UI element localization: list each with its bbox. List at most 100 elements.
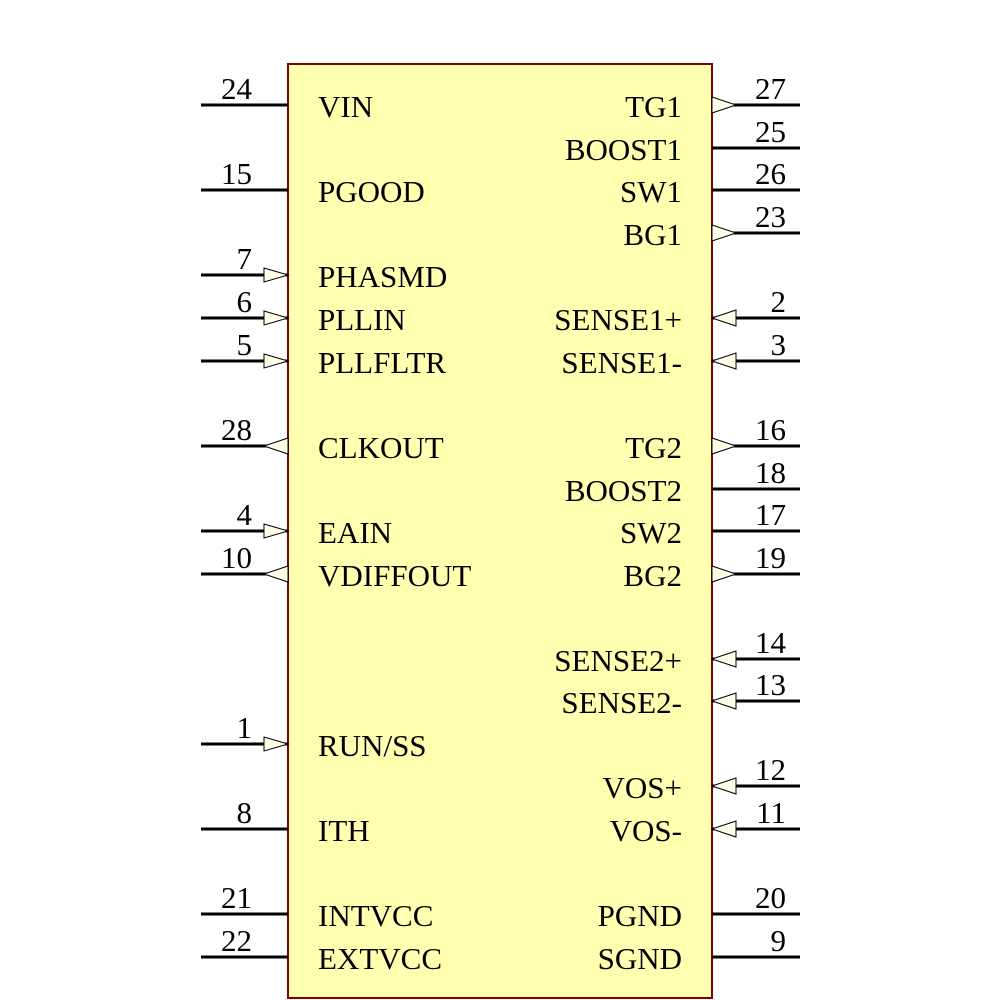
pin-name: PHASMD xyxy=(318,259,447,294)
input-arrow-icon xyxy=(710,352,737,370)
pin-number: 17 xyxy=(755,497,786,532)
pin-name: CLKOUT xyxy=(318,430,444,465)
pin-name: VDIFFOUT xyxy=(318,558,471,593)
pin-number: 4 xyxy=(237,497,253,532)
input-arrow-icon xyxy=(710,650,737,668)
pin-number: 23 xyxy=(755,199,786,234)
pin-name: PGOOD xyxy=(318,174,425,209)
pin-number: 14 xyxy=(755,625,787,660)
output-arrow-icon xyxy=(711,565,738,583)
pin-number: 3 xyxy=(771,327,787,362)
input-arrow-icon xyxy=(710,309,737,327)
pin-number: 19 xyxy=(755,540,786,575)
pin-number: 21 xyxy=(221,880,252,915)
pin-name: BG2 xyxy=(623,558,682,593)
pin-number: 28 xyxy=(221,412,252,447)
input-arrow-icon xyxy=(263,267,290,283)
pin-name: VIN xyxy=(318,89,373,124)
pin-name: SENSE2- xyxy=(561,685,682,720)
pin-name: EXTVCC xyxy=(318,941,442,976)
pin-name: SENSE2+ xyxy=(554,643,682,678)
pin-name: VOS- xyxy=(610,813,682,848)
pin-name: SW2 xyxy=(620,515,682,550)
pin-number: 18 xyxy=(755,455,786,490)
pin-number: 2 xyxy=(771,284,787,319)
ic-body[interactable] xyxy=(287,63,713,999)
pin-number: 16 xyxy=(755,412,786,447)
pin-name: SENSE1- xyxy=(561,345,682,380)
output-arrow-icon xyxy=(711,224,738,242)
pin-name: BOOST1 xyxy=(565,132,682,167)
output-arrow-icon xyxy=(711,437,738,455)
pin-number: 10 xyxy=(221,540,252,575)
pin-name: VOS+ xyxy=(603,770,683,805)
pin-number: 20 xyxy=(755,880,786,915)
pin-number: 24 xyxy=(221,71,253,106)
pin-number: 25 xyxy=(755,114,786,149)
pin-number: 11 xyxy=(756,795,786,830)
left-pins: 24VIN15PGOOD7PHASMD6PLLIN5PLLFLTR28CLKOU… xyxy=(201,71,471,976)
pin-number: 15 xyxy=(221,156,252,191)
pin-number: 6 xyxy=(237,284,253,319)
pin-name: BG1 xyxy=(623,217,682,252)
pin-name: RUN/SS xyxy=(318,728,427,763)
pin-number: 8 xyxy=(237,795,253,830)
pin-name: SENSE1+ xyxy=(554,302,682,337)
pin-name: EAIN xyxy=(318,515,392,550)
output-arrow-icon xyxy=(262,565,289,583)
pin-name: PGND xyxy=(598,898,682,933)
pin-name: BOOST2 xyxy=(565,473,682,508)
pin-number: 7 xyxy=(237,241,253,276)
input-arrow-icon xyxy=(710,692,737,710)
output-arrow-icon xyxy=(711,96,738,114)
pin-name: INTVCC xyxy=(318,898,433,933)
pin-name: TG2 xyxy=(625,430,682,465)
pin-name: SW1 xyxy=(620,174,682,209)
pin-number: 13 xyxy=(755,667,786,702)
pin-name: SGND xyxy=(598,941,682,976)
pin-number: 5 xyxy=(237,327,253,362)
input-arrow-icon xyxy=(263,353,290,369)
input-arrow-icon xyxy=(710,820,737,838)
pin-number: 27 xyxy=(755,71,786,106)
pin-name: ITH xyxy=(318,813,370,848)
pin-number: 26 xyxy=(755,156,786,191)
input-arrow-icon xyxy=(710,777,737,795)
output-arrow-icon xyxy=(262,437,289,455)
pin-number: 1 xyxy=(237,710,253,745)
pin-name: PLLFLTR xyxy=(318,345,446,380)
pin-number: 9 xyxy=(771,923,787,958)
pin-number: 22 xyxy=(221,923,252,958)
right-pins: 27TG125BOOST126SW123BG12SENSE1+3SENSE1-1… xyxy=(554,71,800,976)
pin-name: PLLIN xyxy=(318,302,406,337)
